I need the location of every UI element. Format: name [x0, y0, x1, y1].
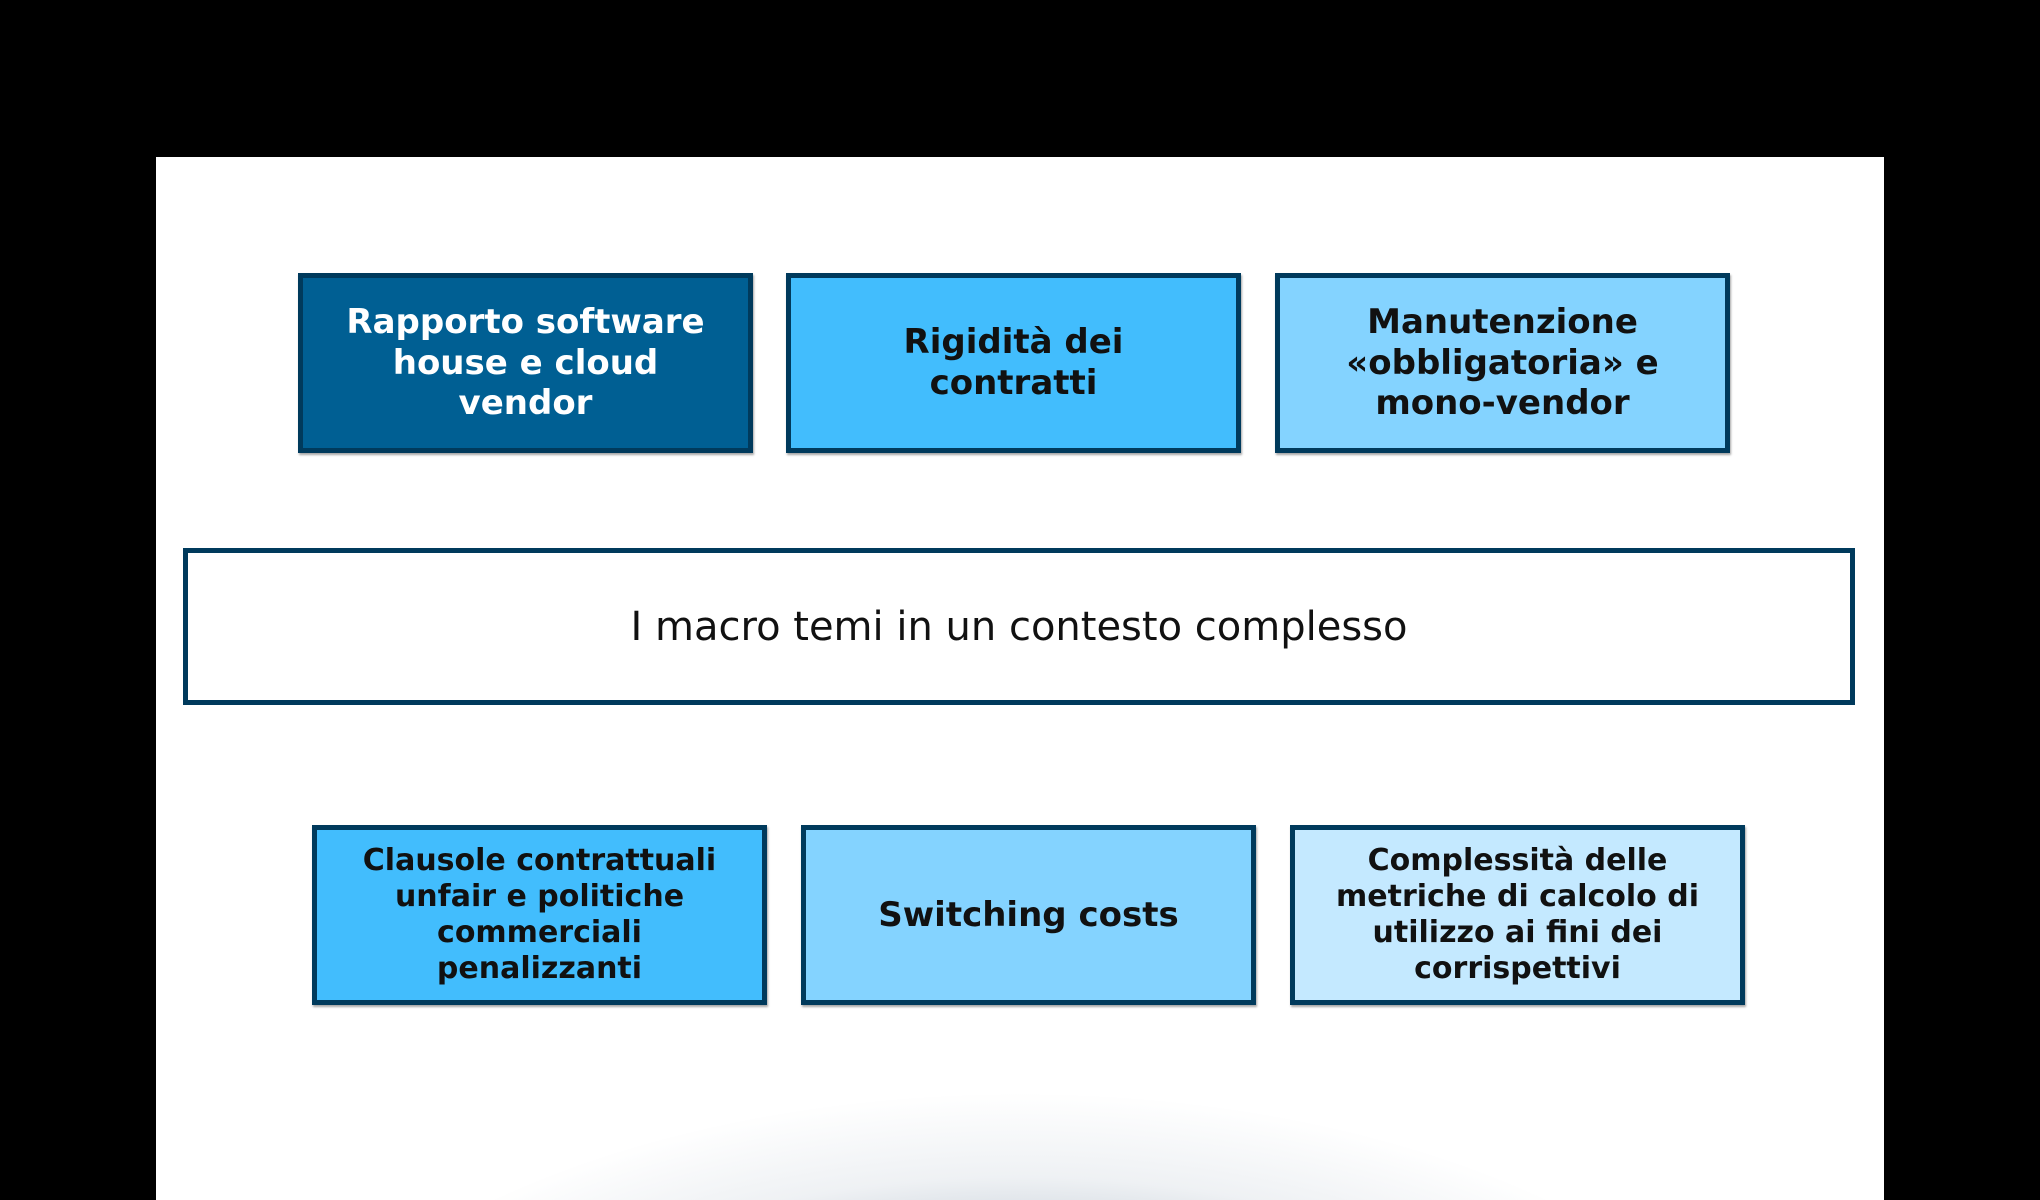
topic-box-rigidita-contratti: Rigidità dei contratti [786, 273, 1241, 453]
topic-label: Complessità delle metriche di calcolo di… [1336, 843, 1699, 986]
topic-label: Rigidità dei contratti [903, 322, 1124, 403]
topic-box-switching-costs: Switching costs [801, 825, 1256, 1005]
topic-label: Switching costs [878, 894, 1179, 935]
topic-box-complessita-metriche: Complessità delle metriche di calcolo di… [1290, 825, 1745, 1005]
topic-label: Rapporto software house e cloud vendor [346, 301, 705, 424]
topic-label: Clausole contrattuali unfair e politiche… [362, 843, 717, 986]
background-glow [220, 1017, 1820, 1200]
center-title-box: I macro temi in un contesto complesso [183, 548, 1855, 705]
topic-box-manutenzione-obbligatoria: Manutenzione «obbligatoria» e mono-vendo… [1275, 273, 1730, 453]
center-title: I macro temi in un contesto complesso [630, 603, 1408, 650]
topic-label: Manutenzione «obbligatoria» e mono-vendo… [1346, 301, 1659, 424]
topic-box-clausole-unfair: Clausole contrattuali unfair e politiche… [312, 825, 767, 1005]
topic-box-software-house-cloud-vendor: Rapporto software house e cloud vendor [298, 273, 753, 453]
slide: Rapporto software house e cloud vendor R… [156, 157, 1884, 1200]
